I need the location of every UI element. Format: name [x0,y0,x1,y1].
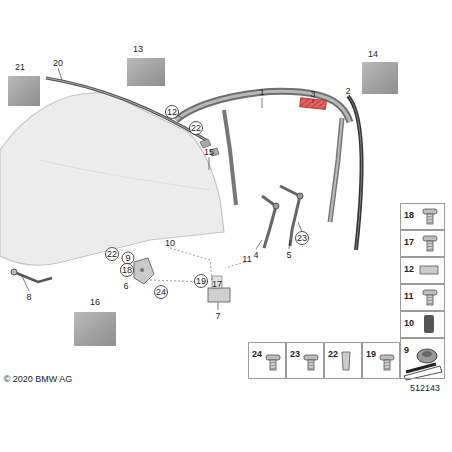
callout-number: 22 [191,124,201,133]
callout-number: 22 [107,250,117,259]
footer-note: 512143 [410,384,440,393]
part-cell: 23 [286,342,324,379]
callout-number: 2 [345,87,350,96]
part-cell: 9 [400,338,445,379]
part-number: 17 [401,236,417,249]
callout-number: 1 [259,88,264,97]
part-cell: 17 [400,230,445,257]
callout-number: 13 [133,45,143,54]
part-number: 12 [401,263,417,276]
callout-number: 19 [196,277,206,286]
callout-number: 24 [156,288,166,297]
callout-number: 14 [368,50,378,59]
callout-number: 18 [122,266,132,275]
part-cell: 19 [362,342,400,379]
callout-number: 23 [297,234,307,243]
callout-number: 21 [15,63,25,72]
part-number: 22 [325,348,341,361]
callout-number: 12 [167,108,177,117]
callout-number: 7 [215,312,220,321]
callout-number: 8 [26,293,31,302]
part-number: 19 [363,348,379,361]
part-number: 24 [249,348,265,361]
part-cell: 12 [400,257,445,284]
part-number: 23 [287,348,303,361]
callout-number: 9 [125,254,130,263]
part-number: 11 [401,290,417,303]
callout-number: 16 [90,298,100,307]
callout-number: 10 [165,239,175,248]
part-cell: 24 [248,342,286,379]
callout-number: 4 [253,251,258,260]
part-number: 18 [401,209,417,222]
callout-number: 6 [123,282,128,291]
part-number: 9 [401,344,412,357]
callout-number: 17 [212,280,222,289]
callout-number: 11 [242,255,251,264]
part-cell: 10 [400,311,445,338]
callout-number: 15 [204,148,214,157]
part-cell: 11 [400,284,445,311]
part-number: 10 [401,317,417,330]
callout-number: 5 [286,251,291,260]
part-cell: 22 [324,342,362,379]
part-cell: 18 [400,203,445,230]
footer-note: © 2020 BMW AG [4,375,73,384]
callout-number: 20 [53,59,63,68]
callout-number: 3 [310,90,315,99]
